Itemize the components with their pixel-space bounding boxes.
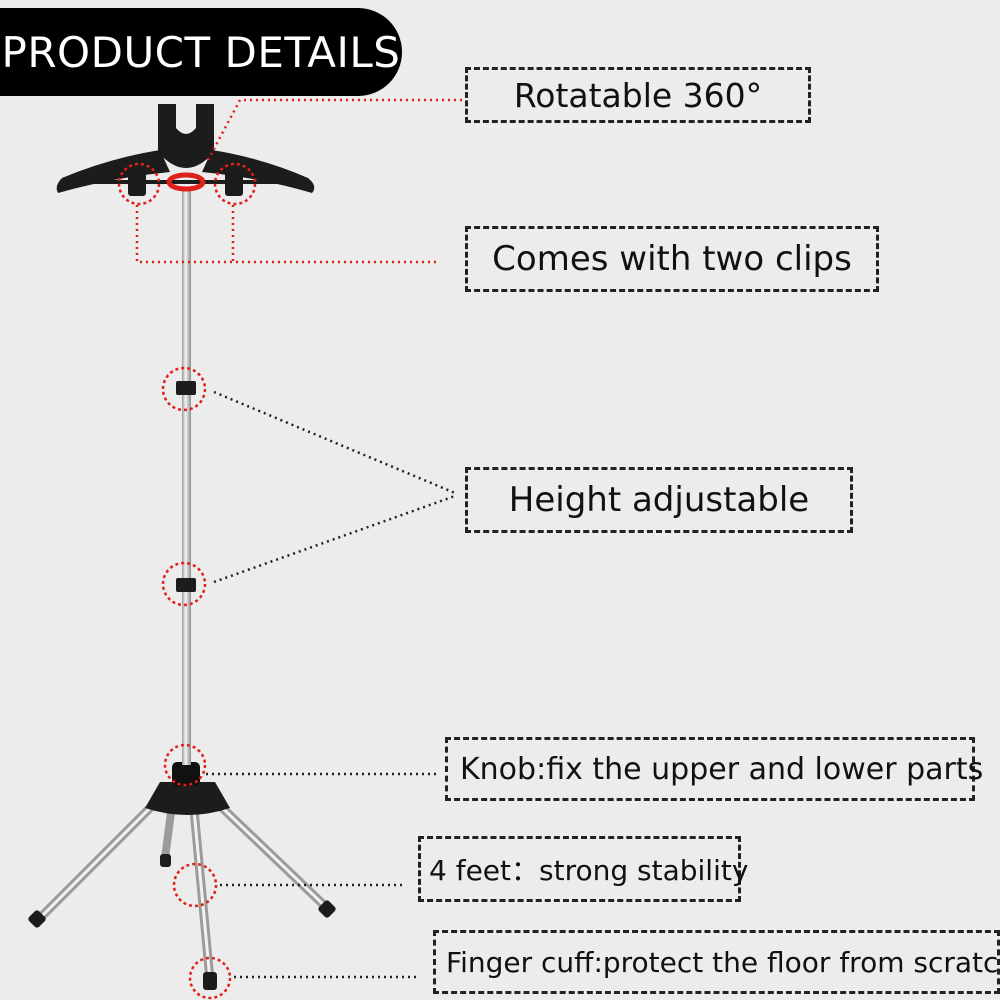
- callout-knob-text: Knob:fix the upper and lower parts: [460, 751, 984, 787]
- foot-cuff-right: [318, 900, 336, 918]
- height-clamp-upper: [176, 381, 196, 395]
- callout-clips: Comes with two clips: [465, 226, 879, 292]
- marker-height-upper: [161, 366, 207, 412]
- foot-cuff-back: [160, 854, 171, 867]
- marker-feet: [172, 862, 218, 908]
- product-details-banner: PRODUCT DETAILS: [0, 8, 402, 96]
- leader-height-lower: [213, 494, 456, 584]
- marker-height-lower: [161, 561, 207, 607]
- hanger-head: [158, 104, 214, 168]
- callout-cuff: Finger cuff:protect the floor from scrat…: [433, 930, 1000, 994]
- callout-cuff-text: Finger cuff:protect the floor from scrat…: [446, 945, 1000, 979]
- marker-knob: [163, 743, 207, 787]
- rotation-ring: [166, 172, 206, 192]
- callout-rotatable-text: Rotatable 360°: [513, 75, 763, 115]
- foot-cuff-front: [203, 972, 217, 990]
- base-hub: [145, 782, 230, 815]
- tripod-legs: [28, 795, 336, 990]
- leader-lines: [135, 98, 462, 979]
- callout-rotatable: Rotatable 360°: [465, 67, 811, 123]
- callout-feet: 4 feet：strong stability: [418, 836, 748, 902]
- hanger-clip-right: [225, 168, 243, 196]
- hanger-left-arm: [56, 150, 170, 193]
- banner-title: PRODUCT DETAILS: [1, 27, 401, 77]
- leader-height-upper: [213, 390, 456, 495]
- knob: [172, 762, 200, 786]
- callout-height: Height adjustable: [465, 467, 853, 533]
- callout-height-text: Height adjustable: [508, 480, 810, 520]
- marker-cuff: [188, 956, 232, 1000]
- foot-cuff-left: [28, 910, 46, 928]
- height-clamp-lower: [176, 578, 196, 592]
- marker-clip-left: [117, 162, 161, 206]
- callout-feet-text: 4 feet：strong stability: [429, 854, 749, 887]
- callout-clips-text: Comes with two clips: [492, 239, 852, 279]
- hanger-clip-left: [128, 168, 146, 196]
- pole: [182, 190, 191, 765]
- hanger-bar: [90, 180, 290, 184]
- leader-rotatable: [206, 98, 462, 161]
- callout-knob: Knob:fix the upper and lower parts: [445, 737, 983, 801]
- marker-clip-right: [213, 162, 257, 206]
- leader-clips: [135, 205, 438, 264]
- highlight-markers: [117, 162, 257, 1000]
- hanger-right-arm: [202, 150, 315, 193]
- hanger: [56, 104, 315, 196]
